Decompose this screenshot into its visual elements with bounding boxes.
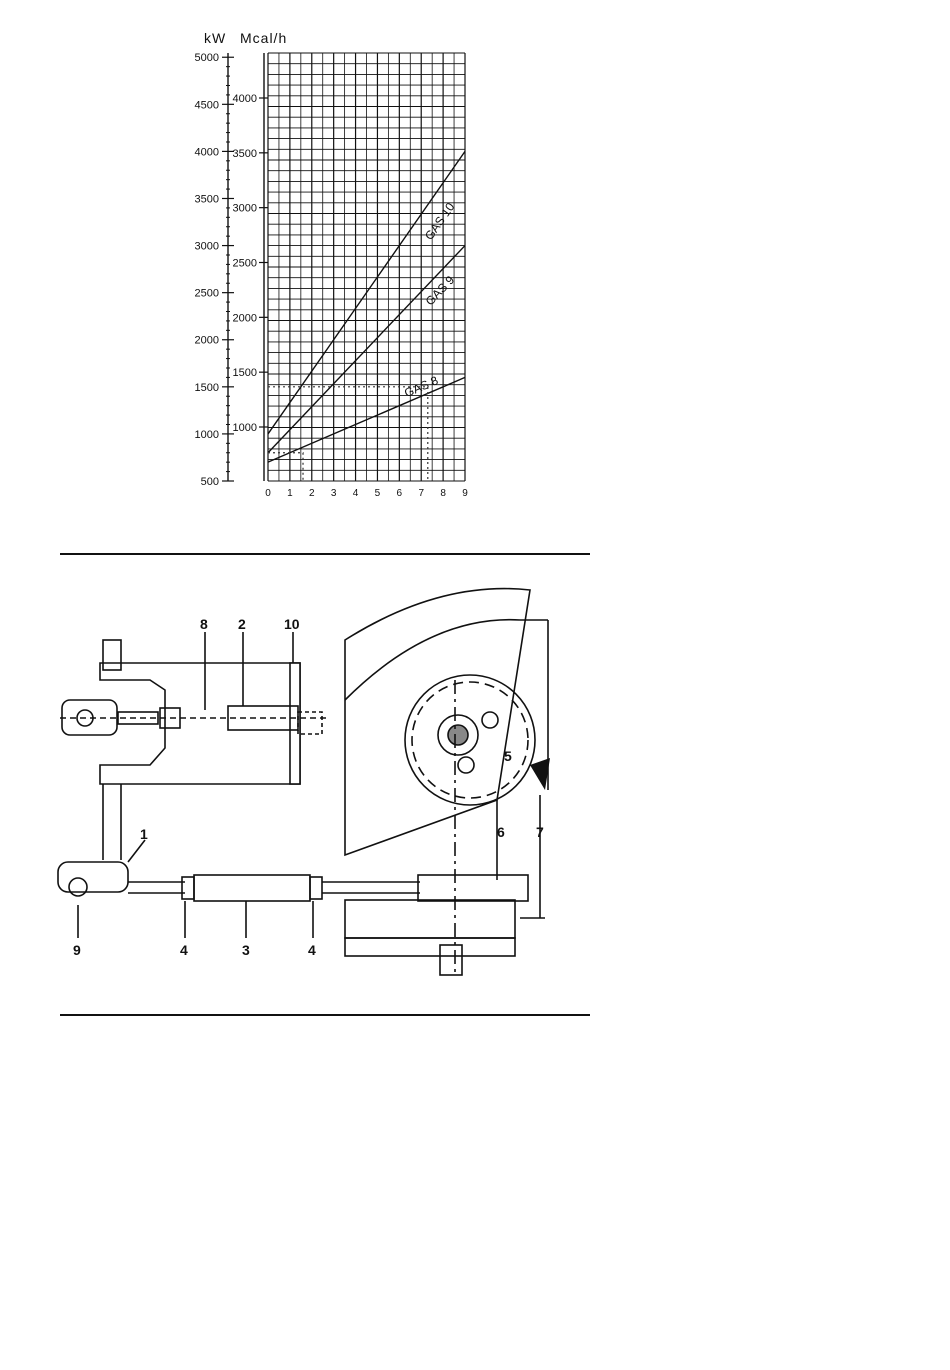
callout-1: 1 <box>140 826 148 842</box>
callout-4-right: 4 <box>308 942 316 958</box>
turnbuckle <box>194 875 310 901</box>
base-block <box>345 900 515 938</box>
callout-9: 9 <box>73 942 81 958</box>
callout-10: 10 <box>284 616 300 632</box>
cam-sector <box>345 589 530 855</box>
callout-8: 8 <box>200 616 208 632</box>
direction-arrow <box>530 758 550 790</box>
callout-2: 2 <box>238 616 246 632</box>
callout-4-left: 4 <box>180 942 188 958</box>
cam-lever <box>418 875 528 901</box>
callout-3: 3 <box>242 942 250 958</box>
upper-boss <box>103 640 121 670</box>
callout-5: 5 <box>504 748 512 764</box>
divider-bottom <box>60 1014 590 1016</box>
cam-disc <box>405 675 535 805</box>
callout-7: 7 <box>536 824 544 840</box>
callout-6: 6 <box>497 824 505 840</box>
